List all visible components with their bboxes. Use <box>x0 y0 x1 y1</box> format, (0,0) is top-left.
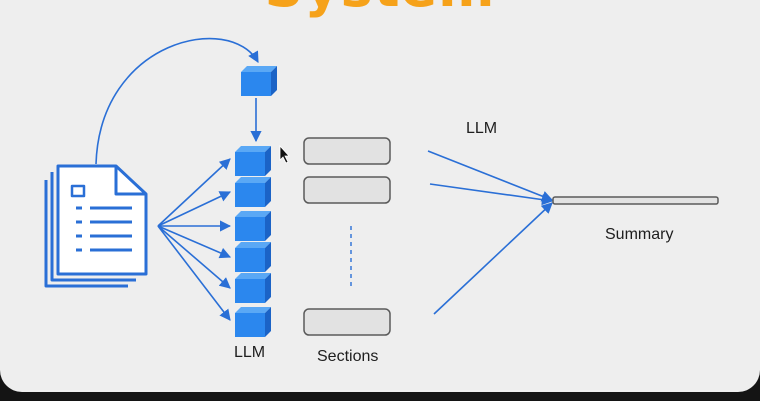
summary-bar <box>552 196 719 205</box>
cube-icon <box>235 242 271 272</box>
diagram-canvas <box>44 37 719 337</box>
document-stack-icon <box>44 164 148 288</box>
mouse-cursor-icon <box>279 144 290 164</box>
summary-label: Summary <box>605 226 674 243</box>
section-box <box>303 176 391 204</box>
document-to-cube-arrows <box>157 158 232 321</box>
sections-to-summary-arrows <box>427 150 554 315</box>
section-box <box>303 137 391 165</box>
cube-column <box>235 146 271 337</box>
document-to-llm-curve-arrow <box>95 37 259 165</box>
llm-label-right: LLM <box>466 120 498 137</box>
section-boxes <box>303 137 391 336</box>
slide-title-fragment: System <box>0 0 760 19</box>
cube-icon <box>235 177 271 207</box>
cube-icon <box>235 146 271 176</box>
llm-label-left: LLM <box>234 344 266 361</box>
slide: System <box>0 0 760 392</box>
section-box <box>303 308 391 336</box>
cube-icon <box>235 307 271 337</box>
cube-icon <box>235 273 271 303</box>
top-cube-icon <box>241 66 277 96</box>
cube-icon <box>235 211 271 241</box>
sections-label: Sections <box>317 348 379 365</box>
